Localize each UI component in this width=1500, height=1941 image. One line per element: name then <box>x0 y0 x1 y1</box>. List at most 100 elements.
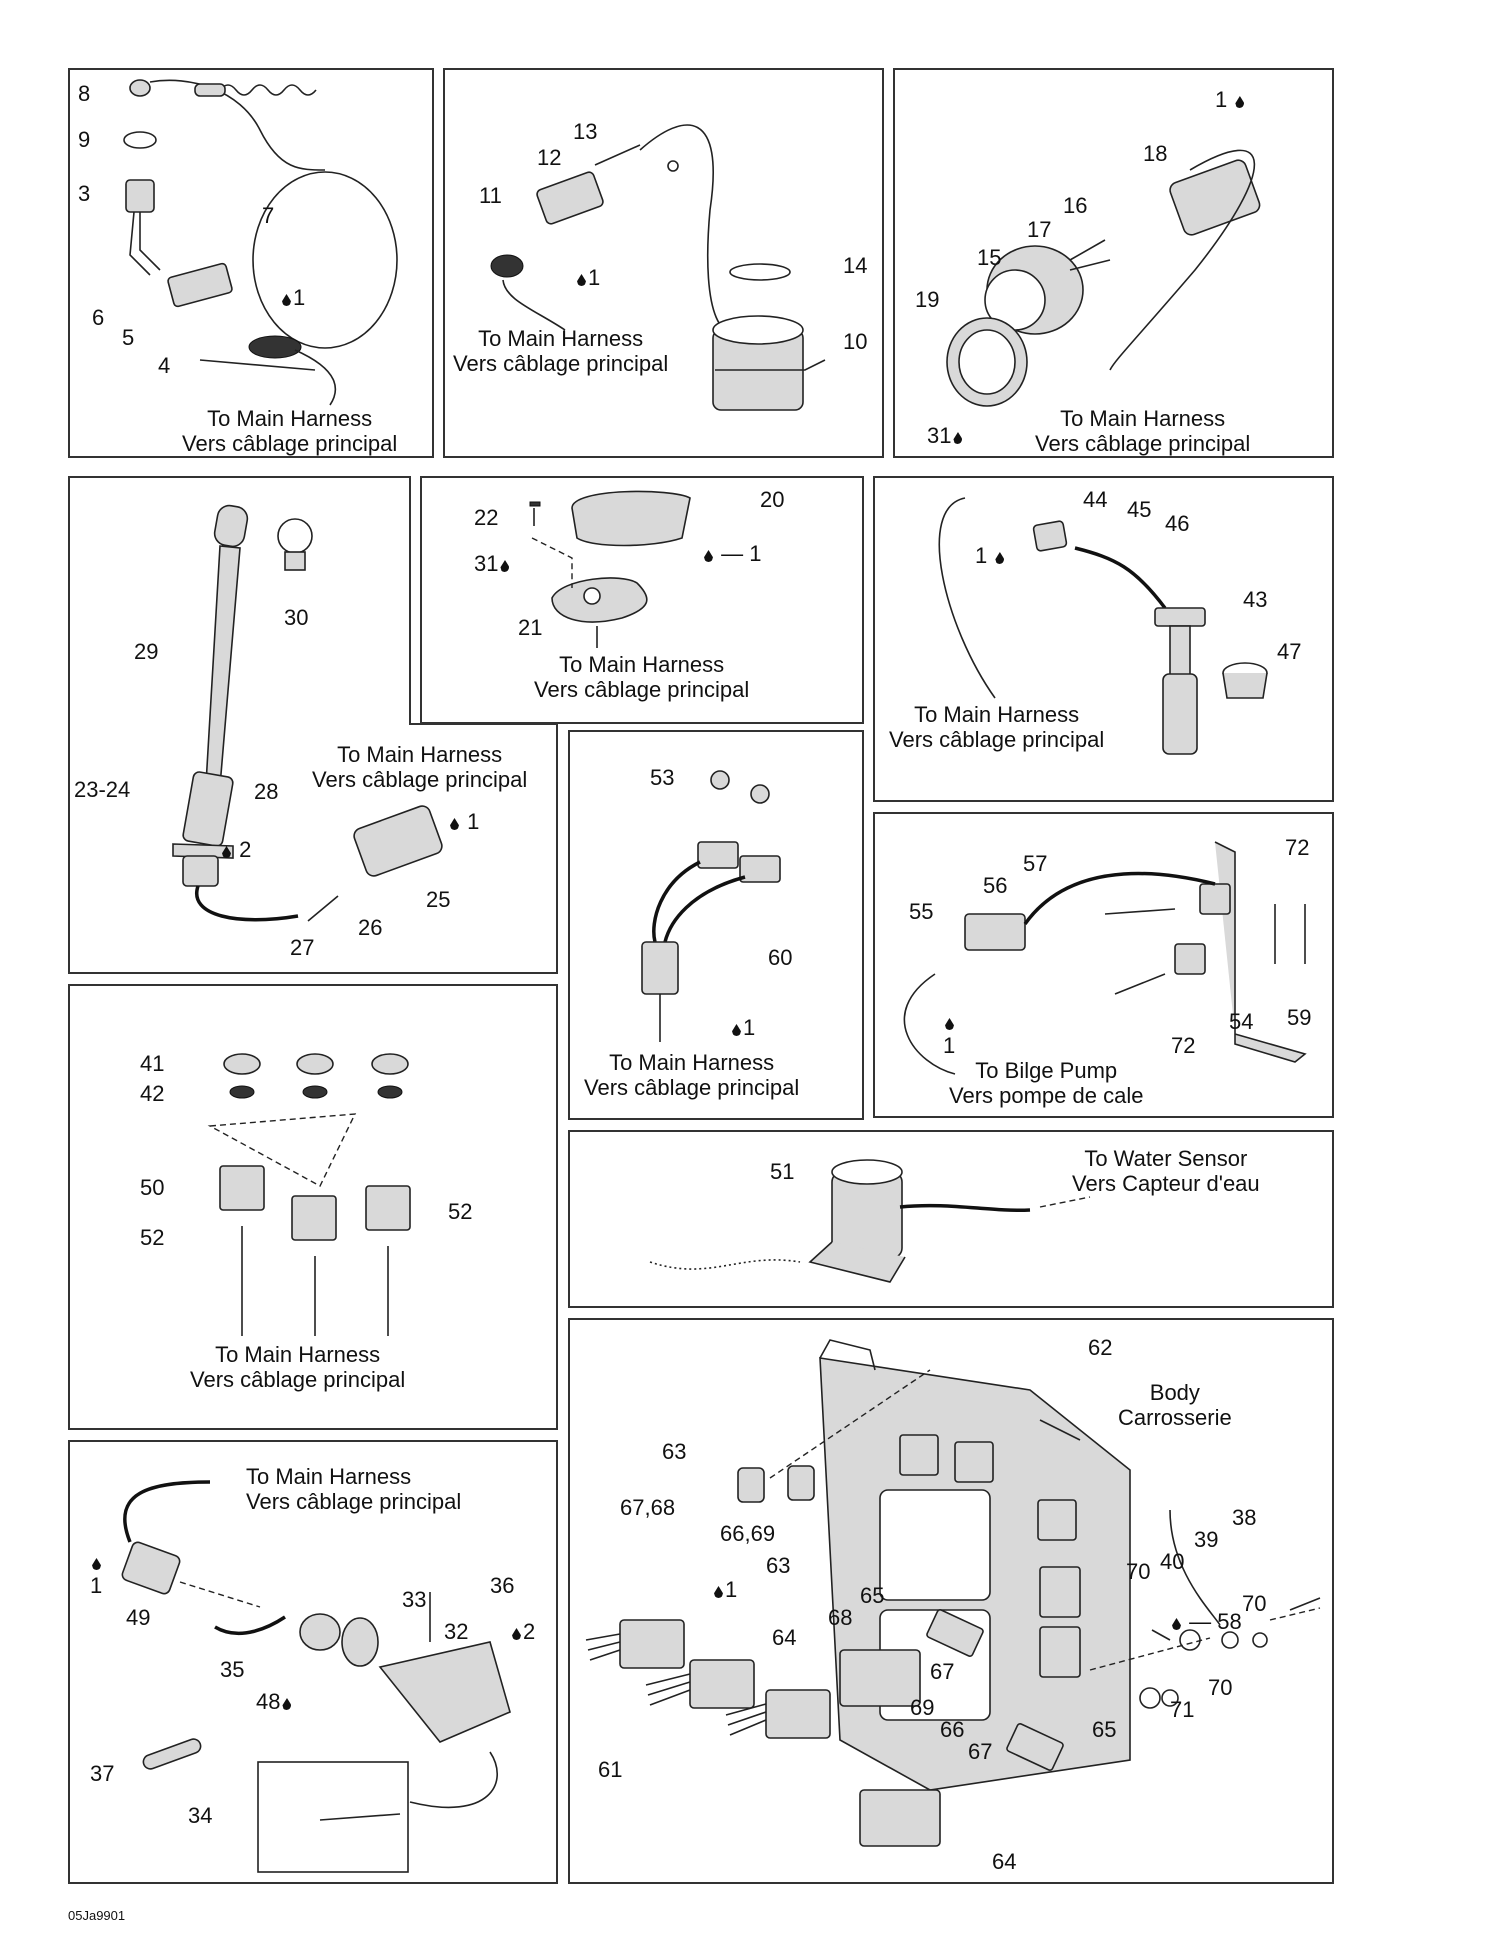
part-label-1: — 1 <box>702 542 761 566</box>
part-label-26: 26 <box>358 915 383 940</box>
part-label-65: 65 <box>860 1583 885 1608</box>
part-label-17: 17 <box>1027 217 1052 242</box>
relays-drawing <box>207 1053 411 1336</box>
part-label-66: 66 <box>940 1717 965 1742</box>
part-label-41: 41 <box>140 1051 165 1076</box>
part-label-33: 33 <box>402 1587 427 1612</box>
part-label-72: 72 <box>1285 835 1310 860</box>
part-label-67-68: 67,68 <box>620 1495 676 1520</box>
part-label-59: 59 <box>1287 1005 1312 1030</box>
part-label-67b: 67 <box>968 1739 993 1764</box>
electronic-module-drawing <box>585 1339 1321 1847</box>
sealant-drop-icon <box>92 1558 101 1570</box>
part-label-64b: 64 <box>992 1849 1017 1874</box>
sealant-drop-icon <box>945 1018 954 1030</box>
part-label-40: 40 <box>1160 1549 1185 1574</box>
part-label-1: 1 <box>575 266 600 290</box>
navigation-light-drawing <box>68 476 558 974</box>
part-label-2: 2 <box>220 838 251 862</box>
part-label-16: 16 <box>1063 193 1088 218</box>
part-label-72b: 72 <box>1171 1033 1196 1058</box>
part-label-39: 39 <box>1194 1527 1219 1552</box>
part-label-69: 69 <box>910 1695 935 1720</box>
speed-sensor-drawing <box>490 124 826 411</box>
part-label-51: 51 <box>770 1159 795 1184</box>
part-label-42: 42 <box>140 1081 165 1106</box>
part-label-65b: 65 <box>1092 1717 1117 1742</box>
part-label-47: 47 <box>1277 639 1302 664</box>
part-label-21: 21 <box>518 615 543 640</box>
part-label-63b: 63 <box>766 1553 791 1578</box>
sealant-drop-icon <box>282 1698 292 1710</box>
part-label-68: 68 <box>828 1605 853 1630</box>
part-label-29: 29 <box>134 639 159 664</box>
part-label-22: 22 <box>474 505 499 530</box>
part-label-46: 46 <box>1165 511 1190 536</box>
part-label-4: 4 <box>158 353 171 378</box>
part-label-5: 5 <box>122 325 135 350</box>
part-label-55: 55 <box>909 899 934 924</box>
part-label-1: 1 <box>448 810 479 834</box>
part-label-43: 43 <box>1243 587 1268 612</box>
part-label-63: 63 <box>662 1439 687 1464</box>
part-label-31: 31 <box>474 552 511 576</box>
part-label-64: 64 <box>772 1625 797 1650</box>
part-label-58: — 58 <box>1170 1610 1242 1634</box>
part-label-35: 35 <box>220 1657 245 1682</box>
part-label-37: 37 <box>90 1761 115 1786</box>
part-label-67: 67 <box>930 1659 955 1684</box>
part-label-10: 10 <box>843 329 868 354</box>
part-label-50: 50 <box>140 1175 165 1200</box>
panel-navigation-light: 30 29 23-24 28 2 1 25 26 27 To Main Harn… <box>68 476 558 974</box>
part-label-1: 1 <box>712 1578 737 1602</box>
part-label-1: 1 <box>975 544 1006 568</box>
part-label-44: 44 <box>1083 487 1108 512</box>
part-label-14: 14 <box>843 253 868 278</box>
sealant-drop-icon <box>222 846 231 858</box>
part-label-11: 11 <box>479 183 502 208</box>
part-label-8: 8 <box>78 81 91 106</box>
part-label-19: 19 <box>915 287 940 312</box>
part-label-1: 1 <box>730 1016 755 1040</box>
sealant-drop-icon <box>714 1586 723 1598</box>
bilge-pump-drawing <box>649 1159 1091 1283</box>
part-label-62: 62 <box>1088 1335 1113 1360</box>
part-label-61: 61 <box>598 1757 623 1782</box>
part-label-56: 56 <box>983 873 1008 898</box>
part-label-57: 57 <box>1023 851 1048 876</box>
part-label-28: 28 <box>254 779 279 804</box>
part-label-1: 1 <box>1215 88 1246 112</box>
sealant-drop-icon <box>450 818 459 830</box>
part-label-70c: 70 <box>1208 1675 1233 1700</box>
part-label-7: 7 <box>262 203 275 228</box>
sealant-drop-icon <box>577 274 586 286</box>
part-label-2: 2 <box>510 1620 535 1644</box>
part-label-31: 31 <box>927 424 964 448</box>
part-label-70b: 70 <box>1242 1591 1267 1616</box>
part-label-15: 15 <box>977 245 1002 270</box>
part-label-45: 45 <box>1127 497 1152 522</box>
bilge-pump-bracket-drawing <box>903 841 1307 1075</box>
part-label-52b: 52 <box>140 1225 165 1250</box>
part-label-23-24: 23-24 <box>74 777 131 802</box>
part-label-53: 53 <box>650 765 675 790</box>
part-label-13: 13 <box>573 119 598 144</box>
part-label-27: 27 <box>290 935 315 960</box>
sealant-drop-icon <box>1172 1618 1181 1630</box>
indicator-switches-drawing <box>641 770 781 1042</box>
drawing-code: 05Ja9901 <box>68 1908 126 1923</box>
part-label-48: 48 <box>256 1690 293 1714</box>
part-label-52: 52 <box>448 1199 473 1224</box>
